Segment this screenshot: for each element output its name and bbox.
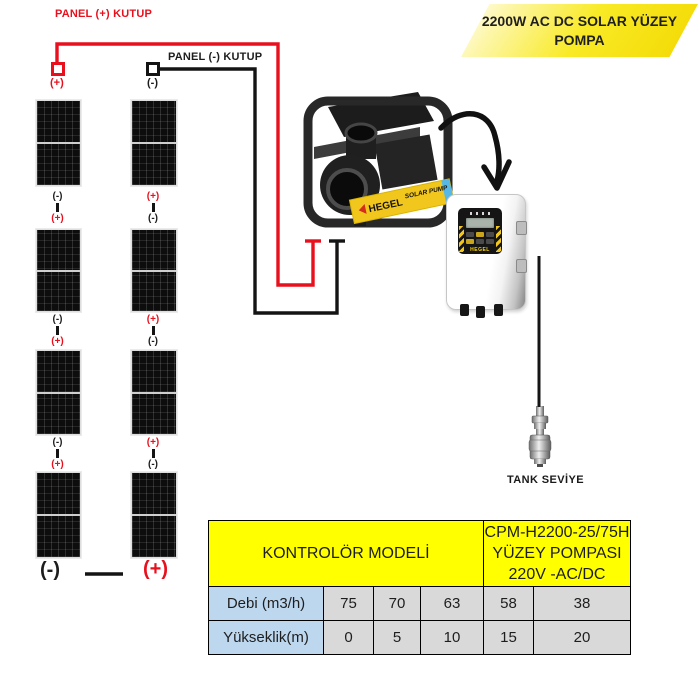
polarity-label: (+) [146,313,160,325]
table-header-pump-model: CPM-H2200-25/75H YÜZEY POMPASI 220V -AC/… [483,520,631,587]
series-link-left-2: (-) (+) [36,310,79,350]
title-line1: 2200W AC DC SOLAR YÜZEY [481,12,678,29]
link-dash [56,325,59,335]
polarity-label: (-) [52,313,63,325]
controller-latch [516,259,527,273]
polarity-label: (-) [52,436,63,448]
head-value: 5 [373,620,421,655]
controller-latch [516,221,527,235]
series-link-right-1: (+) (-) [131,186,175,228]
table-header-controller: KONTROLÖR MODELİ [208,520,484,587]
link-dash [151,448,155,458]
positive-wire [55,42,315,287]
float-tip-end [537,464,543,467]
row-label-flow: Debi (m3/h) [208,586,324,621]
solar-panel [36,472,81,558]
polarity-label: (-) [148,212,158,224]
row-label-head: Yükseklik(m) [208,620,324,655]
tank-level-label: TANK SEVİYE [507,474,584,486]
solar-panel [131,350,177,435]
polarity-label: (-) [148,458,158,470]
link-dash [151,202,155,212]
polarity-label: (-) [52,190,63,202]
series-link-left-1: (-) (+) [36,186,79,228]
arrow-head-icon [481,159,512,191]
float-ring [528,439,552,452]
performance-table: KONTROLÖR MODELİ CPM-H2200-25/75H YÜZEY … [208,520,631,655]
series-link-left-3: (-) (+) [36,434,79,472]
pump-model-line: YÜZEY POMPASI [492,545,622,562]
cable-gland [476,306,485,318]
cable-gland [494,304,503,316]
pump-motor [374,134,438,190]
float-switch-image [528,406,552,467]
controller-buttons [466,232,494,244]
head-value: 20 [533,620,631,655]
hegel-logo-icon [358,204,367,214]
array-negative-output-label: (-) [40,559,60,581]
negative-connector [146,62,160,76]
pump-to-controller-arrow [438,111,502,184]
pump-controller-image: HEGEL [446,194,527,318]
pump-banner: HEGEL SOLAR PUMP [348,178,455,225]
float-tip [534,459,546,464]
pump-outlet-port [344,122,378,144]
solar-panel [36,229,81,312]
link-dash [56,448,59,458]
flow-value: 38 [533,586,631,621]
controller-face: HEGEL [458,208,502,254]
series-link-right-2: (+) (-) [131,310,175,350]
positive-connector [51,62,65,76]
controller-leds [470,212,492,215]
solar-panel [36,350,81,435]
pump-model-line: CPM-H2200-25/75H [484,524,630,541]
solar-panel [131,472,177,558]
controller-accent-left [459,226,464,252]
polarity-label: (+) [51,458,64,470]
table-row: Yükseklik(m) 0 5 10 15 20 [208,620,631,655]
controller-display [466,218,494,228]
negative-wire [160,67,339,315]
head-value: 0 [323,620,374,655]
pump-model-line: 220V -AC/DC [508,566,606,583]
link-dash [56,202,59,212]
surface-pump-image: HEGEL SOLAR PUMP [303,92,455,228]
polarity-label: (+) [146,190,160,202]
float-stem [536,406,544,416]
polarity-label: (+) [51,212,64,224]
pump-frame [303,96,453,228]
series-link-right-3: (+) (-) [131,434,175,472]
controller-brand-text: HEGEL [470,247,490,253]
solar-panel [131,229,177,312]
solar-panel [36,100,81,186]
title-line2: POMPA [554,31,605,48]
controller-accent-right [496,226,501,252]
negative-terminal-label: (-) [147,77,158,89]
polarity-label: (+) [51,335,64,347]
polarity-label: (+) [146,436,160,448]
panel-negative-label: PANEL (-) KUTUP [168,51,263,63]
solar-panel [131,100,177,186]
head-value: 15 [483,620,534,655]
polarity-label: (-) [148,335,158,347]
positive-terminal-label: (+) [50,77,64,89]
cable-gland [460,304,469,316]
array-positive-output-label: (+) [143,558,168,580]
panel-positive-label: PANEL (+) KUTUP [55,8,153,20]
float-stem-lower [536,429,544,435]
float-collar [534,423,546,429]
link-dash [151,325,155,335]
title-banner: 2200W AC DC SOLAR YÜZEY POMPA [461,4,698,57]
